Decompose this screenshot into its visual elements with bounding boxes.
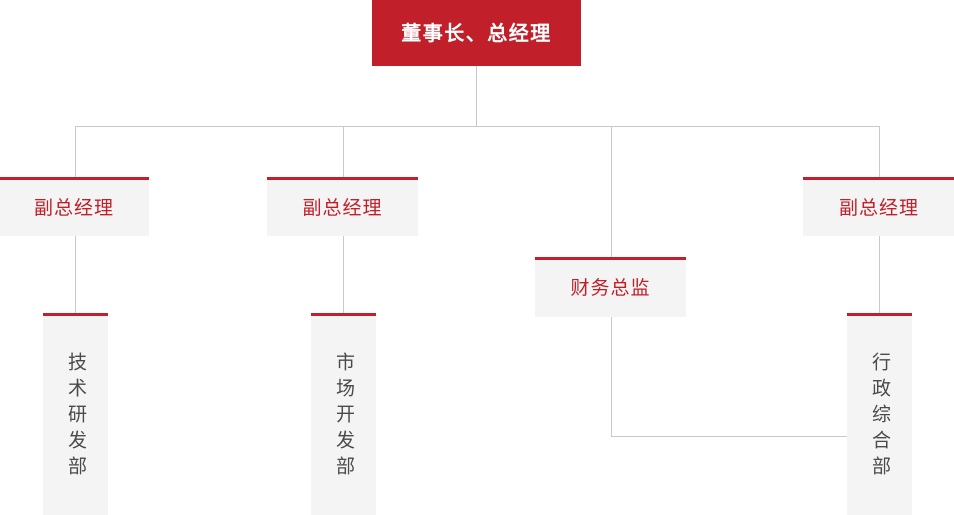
connector-vgm2-to-dept-mkt [343,236,344,315]
connector-drop-vgm2 [343,126,344,180]
node-market-development-department[interactable]: 市场开发部 [311,313,376,515]
node-deputy-general-manager-3[interactable]: 副总经理 [803,177,954,236]
node-label: 技术研发部 [65,352,87,482]
connector-cfo-elbow-vertical [611,317,612,436]
connector-cfo-elbow-horizontal [611,436,851,437]
connector-drop-cfo [611,126,612,257]
node-label: 财务总监 [570,277,651,300]
node-deputy-general-manager-1[interactable]: 副总经理 [0,177,149,236]
node-label: 董事长、总经理 [401,21,552,45]
connector-vgm1-to-dept-rd [75,236,76,315]
node-technology-rd-department[interactable]: 技术研发部 [43,313,108,515]
node-label: 副总经理 [838,196,919,219]
connector-drop-vgm1 [75,126,76,180]
node-label: 市场开发部 [333,352,355,482]
node-chairman-general-manager[interactable]: 董事长、总经理 [372,0,581,66]
connector-vgm3-to-dept-adm [879,236,880,315]
node-label: 副总经理 [302,196,383,219]
node-label: 副总经理 [33,196,114,219]
connector-bus [75,126,880,127]
connector-drop-vgm3 [879,126,880,180]
node-label: 行政综合部 [869,352,891,482]
connector-root-stem [476,66,477,127]
node-administration-general-department[interactable]: 行政综合部 [847,313,912,515]
node-chief-financial-officer[interactable]: 财务总监 [535,257,686,317]
node-deputy-general-manager-2[interactable]: 副总经理 [267,177,418,236]
